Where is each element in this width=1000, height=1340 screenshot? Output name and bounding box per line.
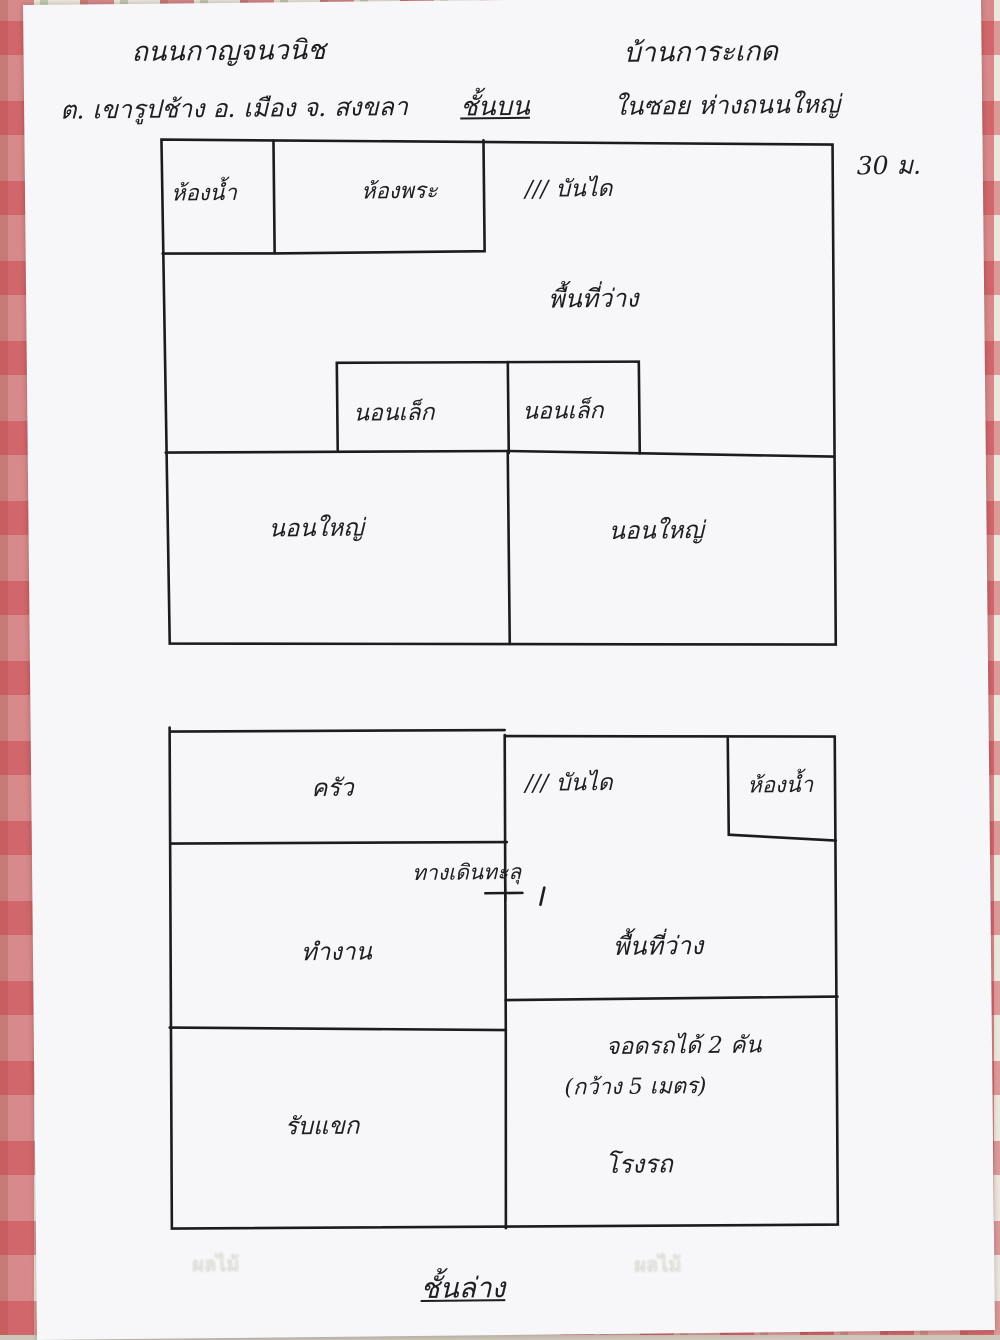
faint-right-text: ผลไม้ <box>634 1252 682 1277</box>
upper-floor-title: ชั้นบน <box>459 91 530 123</box>
walkway-mark <box>484 873 546 906</box>
upper-small-bedroom-2-label: นอนเล็ก <box>522 397 604 425</box>
garage-label: โรงรถ <box>605 1149 673 1180</box>
upper-shrine-label: ห้องพระ <box>360 178 438 205</box>
location-line: ต. เขารูปช้าง อ. เมือง จ. สงขลา <box>59 92 409 125</box>
lower-open-space-label: พื้นที่ว่าง <box>612 930 704 961</box>
upper-bathroom-label: ห้องน้ำ <box>170 180 238 207</box>
upper-open-space-label: พื้นที่ว่าง <box>547 283 639 314</box>
upper-stairs-label: /// บันได <box>524 175 613 203</box>
upper-shrine-wall <box>273 138 486 255</box>
lower-center-wall <box>503 733 508 1230</box>
living-room-label: รับแขก <box>284 1111 360 1141</box>
upper-big-bedroom-2-label: นอนใหญ่ <box>608 515 704 545</box>
kitchen-label: ครัว <box>311 773 354 803</box>
lower-floor-title: ชั้นล่าง <box>420 1271 506 1305</box>
house-type: บ้านการะเกด <box>623 36 779 69</box>
parking-width-label: (กว้าง 5 เมตร) <box>564 1073 707 1101</box>
lower-kitchen-wall <box>169 840 509 845</box>
paper-sheet: ถนนกาญจนวนิช บ้านการะเกด ต. เขารูปช้าง อ… <box>23 0 995 1340</box>
upper-bedroom-divider <box>506 449 512 646</box>
walkway-label: ทางเดินทะลุ <box>412 859 522 886</box>
upper-floor-outline <box>160 138 838 646</box>
upper-big-bedroom-1-label: นอนใหญ่ <box>268 513 364 543</box>
road-name: ถนนกาญจนวนิช <box>131 34 326 68</box>
lower-bathroom-walls <box>726 737 838 842</box>
upper-bathroom-wall <box>161 139 276 255</box>
upper-floor-divider <box>164 449 835 458</box>
faint-left-text: ผลไม้ <box>192 1251 240 1277</box>
lower-work-living-wall <box>168 1026 508 1032</box>
upper-small-bedroom-walls <box>335 360 642 455</box>
soi-distance-text: ในซอย ห่างถนนใหญ่ <box>613 89 841 121</box>
lower-stair-top <box>503 734 837 738</box>
upper-small-bedroom-1-label: นอนเล็ก <box>353 399 435 427</box>
work-room-label: ทำงาน <box>300 937 373 967</box>
lower-floor-outline <box>168 726 840 1230</box>
lower-stairs-label: /// บันได <box>525 769 613 797</box>
lower-bathroom-label: ห้องน้ำ <box>747 772 814 799</box>
distance-value: 30 ม. <box>856 150 922 181</box>
lower-openspace-wall <box>504 995 839 1002</box>
floor-plan-drawing <box>160 138 840 1230</box>
parking-label: จอดรถได้ 2 คัน <box>605 1032 762 1061</box>
